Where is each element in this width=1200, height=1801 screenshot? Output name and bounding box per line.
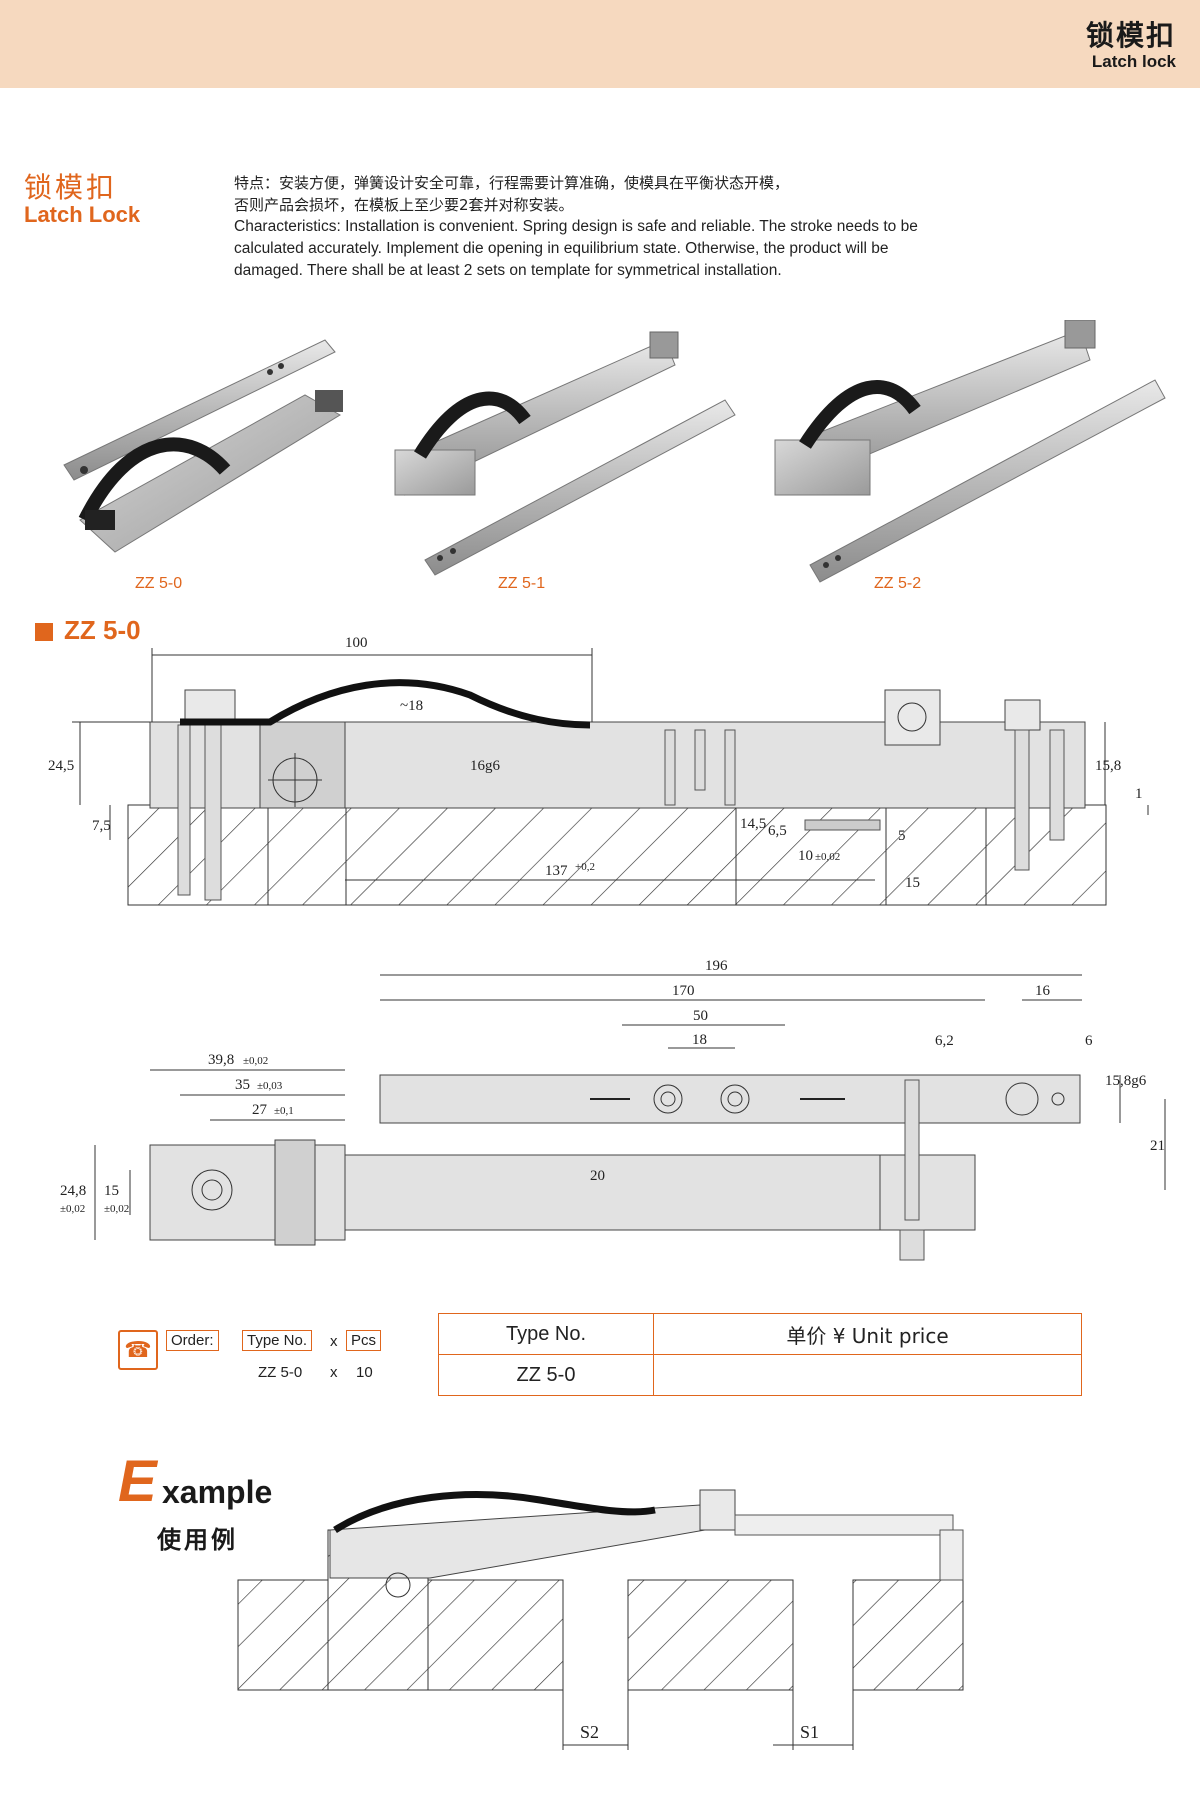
dim-6-2: 6,2 (935, 1033, 954, 1049)
order-x: x (330, 1333, 338, 1350)
order-x-value: x (330, 1364, 338, 1381)
desc-en: Characteristics: Installation is conveni… (234, 218, 918, 279)
dim-14-5: 14,5 (740, 816, 766, 832)
dim-100: 100 (345, 635, 368, 651)
dim-16: 16 (1035, 983, 1051, 999)
product-label-zz5-0: ZZ 5-0 (135, 575, 183, 592)
example-s2: S2 (580, 1722, 599, 1742)
product-image-zz5-1 (394, 331, 736, 576)
product-image-zz5-0 (63, 339, 343, 553)
order-pcs-value: 10 (356, 1364, 373, 1381)
product-label-zz5-1: ZZ 5-1 (498, 575, 546, 592)
dim-27-tol: ±0,1 (274, 1105, 294, 1117)
table-header-type: Type No. (437, 1313, 655, 1355)
dim-5: 5 (898, 828, 906, 844)
dim-15-top: 15 (104, 1183, 119, 1199)
dim-24-8-tol: ±0,02 (60, 1203, 85, 1215)
product-photos (63, 320, 1166, 583)
side-view-drawing: 100 ~18 16g6 24,5 7,5 137 +0,2 14,5 6,5 … (48, 635, 1149, 906)
dim-10-tol: ±0,02 (815, 851, 840, 863)
dim-35: 35 (235, 1077, 250, 1093)
dim-10: 10 (798, 848, 813, 864)
dim-50: 50 (693, 1008, 708, 1024)
section-title: ZZ 5-0 (64, 615, 141, 645)
phone-icon: ☎ (118, 1330, 158, 1370)
dim-196: 196 (705, 960, 728, 974)
dim-21: 21 (1150, 1138, 1165, 1154)
dim-39-8-tol: ±0,02 (243, 1055, 268, 1067)
dim-39-8: 39,8 (208, 1052, 234, 1068)
product-image-zz5-2 (774, 320, 1166, 583)
order-label: Order: (166, 1330, 219, 1351)
dim-1: 1 (1135, 786, 1143, 802)
price-table: Type No. 单价 ¥ Unit price ZZ 5-0 (437, 1313, 1082, 1396)
desc-cn-line1: 特点：安装方便，弹簧设计安全可靠，行程需要计算准确，使模具在平衡状态开模， (234, 174, 790, 192)
table-cell-type: ZZ 5-0 (437, 1354, 655, 1396)
dim-16g6: 16g6 (470, 758, 501, 774)
dim-27: 27 (252, 1102, 268, 1118)
header-title-en: Latch lock (1091, 52, 1176, 71)
dim-15-tol: ±0,02 (104, 1203, 129, 1215)
top-view-drawing: 196 170 50 18 6,2 16 6 15,8g6 21 20 39,8… (60, 960, 1166, 1261)
table-row: ZZ 5-0 (437, 1354, 1082, 1396)
order-type-label: Type No. (242, 1330, 313, 1351)
dim-6-5: 6,5 (768, 823, 787, 839)
intro-title-en: Latch Lock (24, 202, 141, 227)
dim-18-top: 18 (692, 1032, 707, 1048)
section-bullet-icon (35, 623, 53, 641)
order-type-value: ZZ 5-0 (258, 1364, 303, 1381)
dim-7-5: 7,5 (92, 818, 111, 834)
example-drawing: S2 S1 (237, 1489, 964, 1750)
dim-15-8g6: 15,8g6 (1105, 1073, 1147, 1089)
intro-title-cn: 锁模扣 (24, 171, 118, 204)
dim-15: 15 (905, 875, 920, 891)
order-pcs-label: Pcs (346, 1330, 382, 1351)
dim-18: ~18 (400, 698, 423, 714)
desc-cn-line2: 否则产品会损坏，在模板上至少要2套并对称安装。 (234, 196, 574, 214)
header-band (0, 0, 1200, 88)
intro-description: 特点：安装方便，弹簧设计安全可靠，行程需要计算准确，使模具在平衡状态开模， 否则… (234, 172, 954, 282)
dim-24-5: 24,5 (48, 758, 74, 774)
example-title-cn: 使用例 (157, 1526, 238, 1554)
dim-20: 20 (590, 1168, 605, 1184)
example-title-rest: xample (162, 1474, 273, 1510)
product-label-zz5-2: ZZ 5-2 (874, 575, 922, 592)
table-cell-price (653, 1354, 1082, 1396)
example-title-initial: E (118, 1449, 157, 1514)
table-header-price: 单价 ¥ Unit price (653, 1313, 1082, 1355)
dim-35-tol: ±0,03 (257, 1080, 283, 1092)
dim-170: 170 (672, 983, 695, 999)
dim-6: 6 (1085, 1033, 1093, 1049)
table-row: Type No. 单价 ¥ Unit price (437, 1313, 1082, 1355)
dim-24-8: 24,8 (60, 1183, 86, 1199)
dim-137-tol: +0,2 (575, 861, 595, 873)
example-s1: S1 (800, 1722, 819, 1742)
header-title-cn: 锁模扣 (1085, 19, 1176, 52)
dim-15-8: 15,8 (1095, 758, 1121, 774)
dim-137: 137 (545, 863, 568, 879)
